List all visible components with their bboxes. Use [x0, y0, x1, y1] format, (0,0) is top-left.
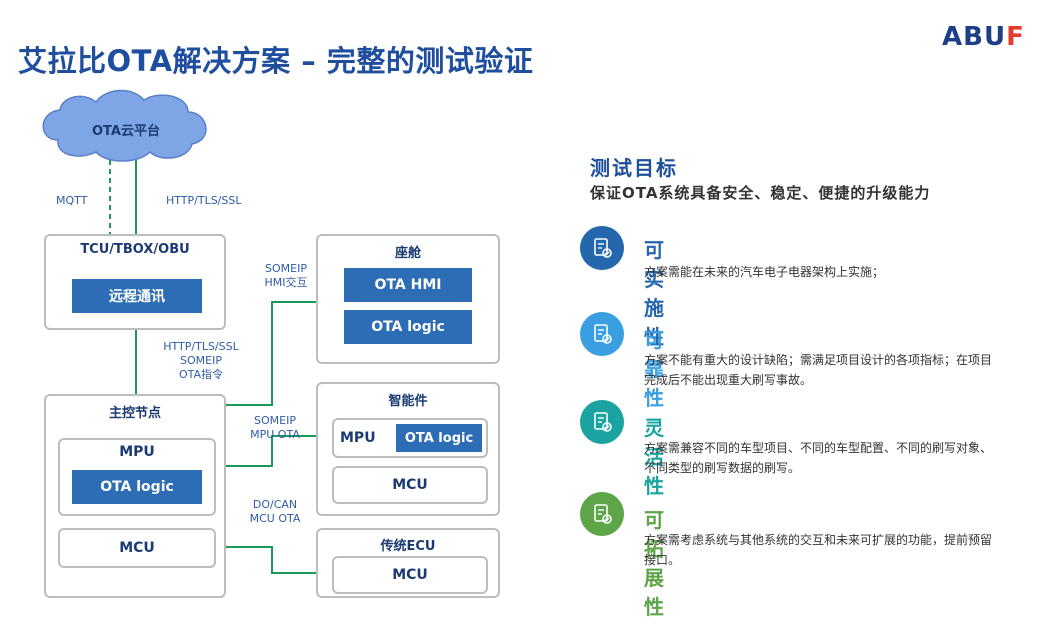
goal-desc-3: 方案需兼容不同的车型项目、不同的车型配置、不同的刷写对象、不同类型的刷写数据的刷…	[644, 441, 993, 475]
cockpit-link-label: SOMEIP HMI交互	[254, 262, 318, 290]
smart-part-box: 智能件 MPU OTA logic MCU	[316, 382, 500, 516]
smart-mpu-label: MPU	[340, 430, 376, 446]
legacy-ecu-title: 传统ECU	[380, 539, 436, 554]
logo-text: ABU	[942, 22, 1007, 52]
connector-lines	[42, 89, 332, 574]
goal-title-4: 可拓展性	[644, 508, 666, 619]
http-label: HTTP/TLS/SSL	[166, 194, 242, 207]
smart-mcu-box: MCU	[332, 466, 488, 504]
logo-accent: F	[1006, 22, 1025, 52]
main-mpu-label: MPU	[119, 444, 155, 460]
goal-title-1: 可实施性	[644, 238, 666, 349]
main-node-title: 主控节点	[108, 406, 161, 421]
goals-subheading: 保证OTA系统具备安全、稳定、便捷的升级能力	[590, 184, 931, 202]
legacy-ecu-box: 传统ECU MCU	[316, 528, 500, 598]
goals-heading: 测试目标	[590, 156, 678, 180]
goal-desc-2: 方案不能有重大的设计缺陷；需满足项目设计的各项指标；在项目完成后不能出现重大刷写…	[644, 353, 993, 387]
smart-part-title: 智能件	[388, 394, 428, 409]
page-title: 艾拉比OTA解决方案 – 完整的测试验证	[18, 44, 534, 78]
tcu-title: TCU/TBOX/OBU	[80, 242, 190, 257]
main-mpu-box: MPU OTA logic	[58, 438, 216, 516]
main-node-box: 主控节点 MPU OTA logic MCU	[44, 394, 226, 598]
main-mcu-box: MCU	[58, 528, 216, 568]
document-check-icon	[580, 492, 624, 536]
cockpit-title: 座舱	[394, 246, 421, 261]
cockpit-line	[226, 301, 316, 406]
legacy-link-label: DO/CAN MCU OTA	[242, 498, 308, 526]
document-check-icon	[580, 312, 624, 356]
cockpit-box: 座舱 OTA HMI OTA logic	[316, 234, 500, 364]
remote-comm-block: 远程通讯	[72, 279, 202, 313]
main-ota-logic-block: OTA logic	[72, 470, 202, 504]
tcu-main-label-1: HTTP/TLS/SSL	[163, 340, 239, 353]
cockpit-link-label-1: SOMEIP	[265, 262, 307, 275]
tcu-box: TCU/TBOX/OBU 远程通讯	[44, 234, 226, 330]
document-check-icon	[580, 400, 624, 444]
goal-desc-1: 方案需能在未来的汽车电子电器架构上实施；	[644, 265, 885, 279]
cloud-shape	[42, 89, 207, 162]
cockpit-ota-logic-block: OTA logic	[344, 310, 472, 344]
legacy-line	[214, 546, 332, 574]
smart-mpu-box: MPU OTA logic	[332, 418, 488, 458]
goal-title-3: 灵活性	[644, 416, 666, 498]
cloud-label: OTA云平台	[92, 124, 160, 139]
document-check-icon	[580, 226, 624, 270]
ota-hmi-block: OTA HMI	[344, 268, 472, 302]
legacy-link-label-2: MCU OTA	[249, 512, 301, 525]
smart-link-label-1: SOMEIP	[254, 414, 296, 427]
mqtt-label: MQTT	[56, 194, 88, 207]
tcu-main-label: HTTP/TLS/SSL SOMEIP OTA指令	[150, 340, 252, 382]
smart-link-label: SOMEIP MPU OTA	[242, 414, 308, 442]
goal-title-2: 可靠性	[644, 328, 666, 410]
goal-desc-4: 方案需考虑系统与其他系统的交互和未来可扩展的功能，提前预留接口。	[644, 533, 993, 567]
legacy-link-label-1: DO/CAN	[252, 498, 298, 511]
legacy-mcu-box: MCU	[332, 556, 488, 594]
smart-ota-logic-block: OTA logic	[396, 424, 482, 452]
cockpit-link-label-2: HMI交互	[264, 276, 308, 289]
smart-line	[214, 435, 332, 467]
tcu-main-label-2: SOMEIP	[180, 354, 222, 367]
smart-link-label-2: MPU OTA	[250, 428, 300, 441]
tcu-main-label-3: OTA指令	[178, 368, 224, 381]
company-logo: ABUF	[942, 22, 1025, 52]
